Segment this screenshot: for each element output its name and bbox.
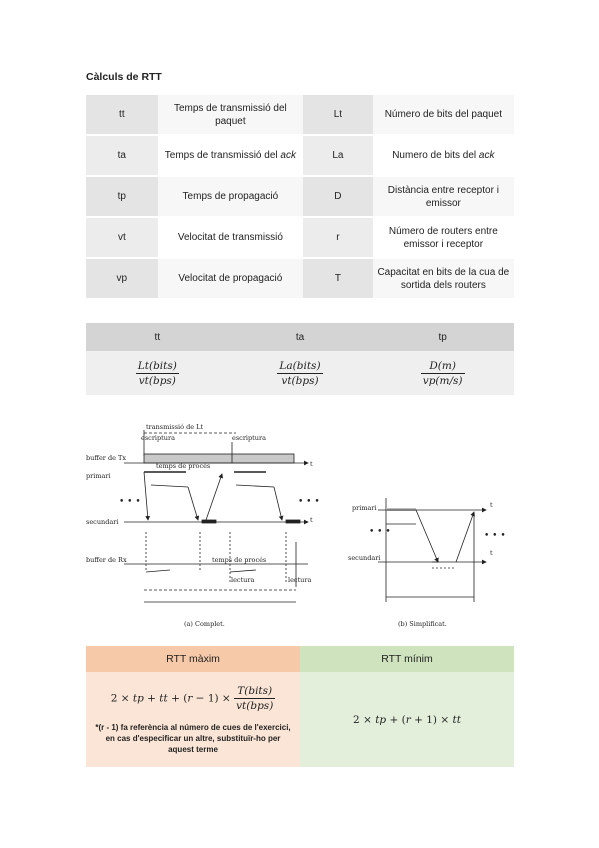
formula-tp-den: vp(m/s) [422,374,463,387]
definition-row: vp Velocitat de propagació T Capacitat en b… [86,258,514,300]
formula-tp: D(m)vp(m/s) [371,351,514,395]
rtt-table: RTT màxim RTT mínim 2 × tp + tt + (r − 1… [86,646,514,767]
diagram-a-lines [124,430,309,603]
definition-symbol-text: tp [117,191,126,202]
definition-symbol-text: D [334,191,342,202]
rtt-min-cell: 2 × tp + (r + 1) × tt [300,672,514,767]
definition-symbol: tt [86,95,158,136]
page-title: Càlculs de RTT [86,71,162,83]
definition-symbol-text: La [332,150,344,161]
diagram-b-lines [378,498,487,602]
label-transmissio: transmissió de Lt [146,423,203,431]
definition-description-text: Temps de propagació [182,191,279,202]
definition-description: Temps de transmissió del paquet [157,95,304,136]
formula-header-tt: tt [86,323,229,351]
definition-symbol: r [303,217,373,259]
definition-description: Temps de propagació [157,176,304,218]
definition-description: Velocitat de propagació [157,258,304,300]
definition-description-text: Temps de transmissió del paquet [173,102,287,127]
definition-symbol: ta [86,135,158,177]
definition-description: Velocitat de transmissió [157,217,304,259]
definition-symbol: tp [86,176,158,218]
formula-ta-num: La(bits) [277,359,323,374]
formula-header-tp: tp [371,323,514,351]
formula-tt-den: vt(bps) [138,374,176,387]
definition-symbol-text: T [334,273,341,284]
label-buffer-tx: buffer de Tx [86,454,126,462]
formulas-table: tt ta tp Lt(bits)vt(bps) La(bits)vt(bps)… [86,323,514,395]
definition-symbol-text: vp [116,273,128,284]
rtt-max-cell: 2 × tp + tt + (r − 1) × T(bits)vt(bps) *… [86,672,300,767]
definition-symbol-text: tt [119,109,125,120]
label-t-2: t [310,516,313,524]
label-t-b1: t [490,501,493,509]
rtt-timing-diagram: transmissió de Lt escriptura escriptura … [86,423,506,628]
label-primari: primari [86,472,111,480]
rtt-max-note: *(r - 1) fa referència al número de cues… [95,722,291,754]
dots-b-right: • • • [484,531,506,541]
formula-ta-den: vt(bps) [281,374,319,387]
label-buffer-rx: buffer de Rx [86,556,127,564]
label-temps-proces-2: temps de procés [212,556,266,564]
definition-description: Numero de bits del ack [372,135,514,177]
definition-symbol-text: r [336,232,340,243]
label-temps-proces-1: temps de procés [156,462,210,470]
definition-row: tp Temps de propagació D Distància entre re… [86,176,514,218]
definition-symbol: vt [86,217,158,259]
label-t-b2: t [490,549,493,557]
dots-left: • • • [119,497,141,507]
label-lectura-2: lectura [288,576,311,584]
formula-tt-num: Lt(bits) [135,359,179,374]
rtt-max-header: RTT màxim [86,646,300,672]
rtt-min-formula: 2 × tp + (r + 1) × tt [353,713,461,726]
definition-symbol-text: vt [117,232,126,243]
formula-tp-num: D(m) [420,360,465,374]
caption-a: (a) Complet. [184,620,225,628]
definition-description-emphasis: ack [478,150,495,161]
definition-symbol-text: Lt [333,109,343,120]
caption-b: (b) Simplificat. [398,620,447,628]
label-lectura-1: lectura [231,576,254,584]
definition-description-text: Numero de bits del [392,150,479,161]
definition-symbol: D [303,176,373,218]
definition-description-text: Capacitat en bits de la cua de sortida d… [377,266,510,291]
definition-description: Capacitat en bits de la cua de sortida d… [372,258,514,300]
dots-b-left: • • • [369,527,391,537]
definition-symbol: La [303,135,373,177]
definition-symbol: vp [86,258,158,300]
formula-tt: Lt(bits)vt(bps) [86,351,229,395]
formula-header-ta: ta [228,323,372,351]
rtt-min-header: RTT mínim [300,646,514,672]
definition-row: vt Velocitat de transmissió r Número de rou… [86,217,514,259]
definition-row: ta Temps de transmissió del ack La Numero d… [86,135,514,177]
label-t-1: t [310,460,313,468]
definition-description-text: Velocitat de transmissió [177,232,283,243]
definition-description-text: Número de bits del paquet [384,109,502,120]
definition-description: Distància entre receptor i emissor [372,176,514,218]
definition-description: Temps de transmissió del ack [157,135,304,177]
definition-row: tt Temps de transmissió del paquet Lt Númer… [86,95,514,136]
formula-ta: La(bits)vt(bps) [228,351,372,395]
label-primari-b: primari [352,504,377,512]
label-secundari-b: secundari [348,554,380,562]
definition-description-text: Distància entre receptor i emissor [387,184,499,209]
definition-description: Número de bits del paquet [372,95,514,136]
label-escriptura-1: escriptura [141,434,175,442]
definition-description-text: Velocitat de propagació [178,273,283,284]
definition-symbol-text: ta [117,150,126,161]
definition-symbol: T [303,258,373,300]
label-secundari: secundari [86,518,118,526]
definition-symbol: Lt [303,95,373,136]
label-escriptura-2: escriptura [232,434,266,442]
definition-description-text: Número de routers entre emissor i recept… [388,225,498,250]
definition-description-emphasis: ack [280,150,296,161]
rtt-max-formula: 2 × tp + tt + (r − 1) × T(bits)vt(bps) [110,684,276,712]
definition-description-text: Temps de transmissió del [164,150,281,161]
dots-right: • • • [298,497,320,507]
definition-description: Número de routers entre emissor i recept… [372,217,514,259]
